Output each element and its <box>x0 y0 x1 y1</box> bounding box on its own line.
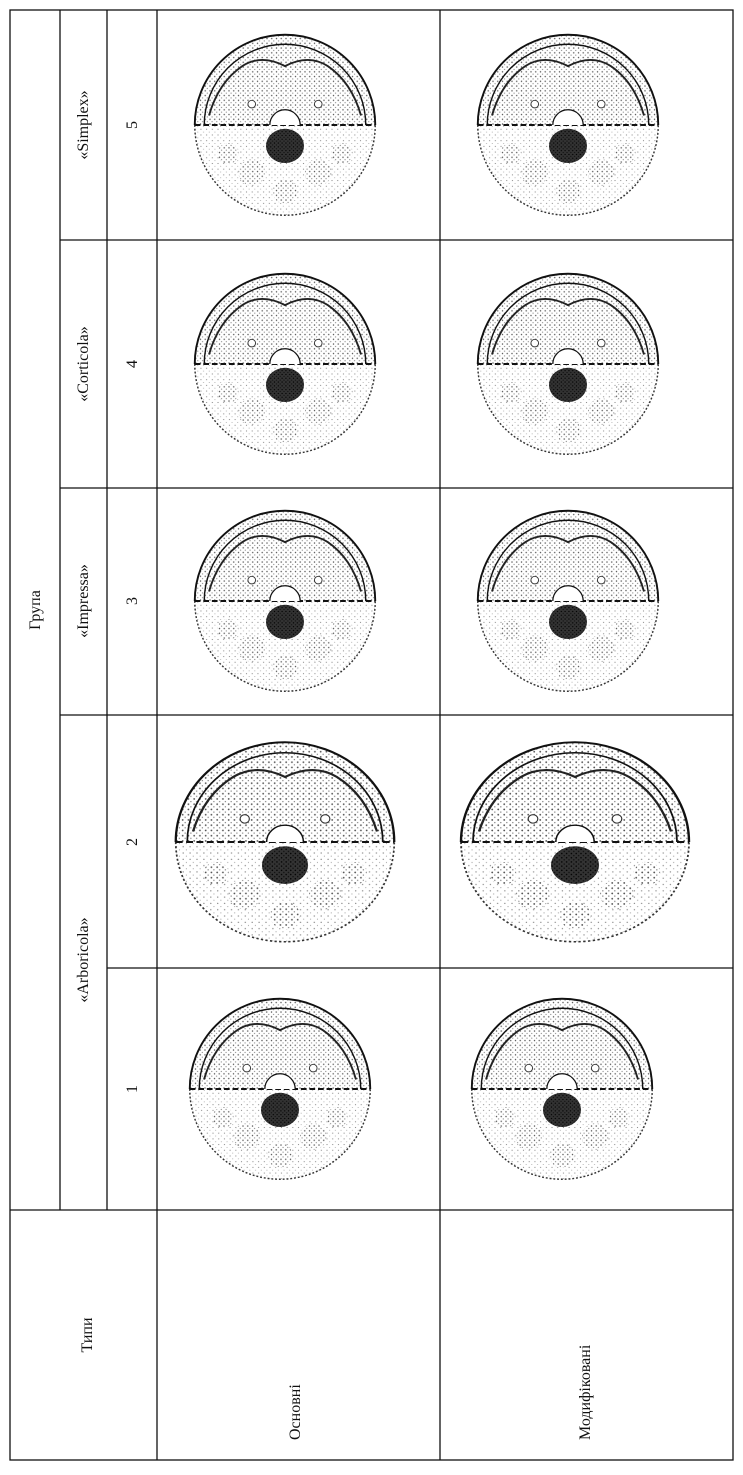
header-group-cell: Група <box>27 590 44 630</box>
type-number-3: 3 <box>124 597 141 605</box>
figure-basic-2 <box>176 742 395 942</box>
figure-modified-1 <box>472 999 653 1180</box>
figure-basic-3 <box>195 511 376 692</box>
group-label-corticola: «Corticola» <box>75 326 92 402</box>
figure-modified-5 <box>478 35 659 216</box>
header-group: Група <box>27 590 44 630</box>
figure-basic-4 <box>195 274 376 455</box>
group-label-impressa: «Impressa» <box>75 564 92 638</box>
figure-basic-1 <box>190 999 371 1180</box>
type-number-5: 5 <box>124 121 141 129</box>
figure-modified-2 <box>461 742 689 942</box>
figure-modified-4 <box>478 274 659 455</box>
figure-modified-3 <box>478 511 659 692</box>
header-types: Типи <box>79 1317 96 1353</box>
row-label-basic: Основні <box>287 1384 304 1440</box>
group-label-arboricola: «Arboricola» <box>75 917 92 1002</box>
figure-basic-5 <box>195 35 376 216</box>
type-number-2: 2 <box>124 838 141 846</box>
type-number-1: 1 <box>124 1085 141 1093</box>
table-grid <box>10 10 733 1460</box>
type-number-4: 4 <box>124 360 141 368</box>
group-label-simplex: «Simplex» <box>75 90 92 159</box>
row-label-modified: Модифіковані <box>577 1344 594 1440</box>
header-types-cell: Типи <box>79 1317 96 1353</box>
